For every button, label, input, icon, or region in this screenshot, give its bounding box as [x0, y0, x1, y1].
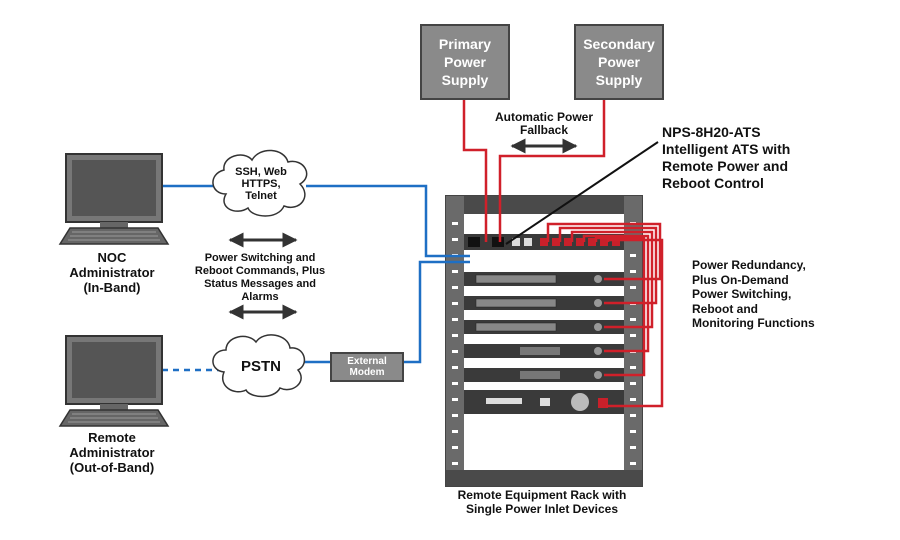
remote-admin-line-2: Administrator	[69, 445, 155, 460]
remote-admin-label: Remote Administrator (Out-of-Band)	[52, 430, 172, 475]
pstn-label: PSTN	[240, 358, 281, 375]
primary-supply-line-3: Supply	[441, 72, 489, 88]
rack-caption: Remote Equipment Rack with Single Power …	[430, 488, 654, 516]
fallback-label: Automatic Power Fallback	[478, 111, 610, 137]
commands-line-1: Power Switching and	[204, 252, 316, 264]
remote-computer	[58, 335, 170, 427]
servers	[464, 344, 624, 414]
noc-line-2: Administrator	[69, 265, 155, 280]
ssh-cloud-shape	[212, 149, 308, 217]
redundancy-line-3: Power Switching,	[692, 287, 792, 301]
ssh-cloud-label: SSH, Web HTTPS, Telnet	[226, 166, 296, 202]
pstn-cloud-shape	[212, 334, 306, 398]
network-switches	[464, 272, 624, 334]
redundancy-line-2: Plus On-Demand	[692, 272, 789, 287]
redundancy-line-5: Monitoring Functions	[692, 316, 815, 330]
noc-label: NOC Administrator (In-Band)	[52, 250, 172, 295]
remote-admin-line-1: Remote	[88, 430, 136, 445]
ssh-line-1: SSH, Web	[235, 166, 287, 178]
primary-supply-line-1: Primary	[438, 36, 492, 52]
ats-callout-line	[505, 141, 659, 245]
noc-computer	[58, 153, 170, 245]
rack-line-2: Single Power Inlet Devices	[465, 502, 619, 516]
power-cables	[462, 100, 664, 408]
commands-line-3: Status Messages and	[204, 278, 316, 290]
remote-admin-line-3: (Out-of-Band)	[69, 460, 155, 475]
secondary-supply-line-3: Supply	[595, 72, 643, 88]
ats-line-1: NPS-8H20-ATS	[662, 124, 761, 140]
noc-line-1: NOC	[97, 250, 127, 265]
noc-line-3: (In-Band)	[83, 280, 141, 295]
secondary-power-supply: Secondary Power Supply	[574, 24, 664, 100]
ssh-line-3: Telnet	[245, 190, 277, 202]
ats-unit	[464, 234, 624, 250]
ssh-line-2: HTTPS,	[241, 178, 281, 190]
secondary-supply-line-1: Secondary	[583, 36, 655, 52]
redundancy-line-1: Power Redundancy,	[692, 258, 806, 272]
primary-supply-line-2: Power	[443, 54, 486, 70]
redundancy-label: Power Redundancy, Plus On-Demand Power S…	[692, 258, 815, 331]
external-modem: External Modem	[330, 352, 404, 382]
commands-line-2: Reboot Commands, Plus	[194, 265, 326, 277]
commands-label: Power Switching and Reboot Commands, Plu…	[172, 252, 348, 304]
secondary-supply-line-2: Power	[597, 54, 640, 70]
redundancy-line-4: Reboot and	[692, 301, 758, 316]
ats-line-3: Remote Power and	[662, 158, 789, 174]
modem-line-1: External	[347, 356, 387, 367]
commands-line-4: Alarms	[241, 291, 279, 303]
fallback-line-1: Automatic Power	[494, 110, 593, 124]
modem-line-2: Modem	[349, 367, 385, 378]
fallback-line-2: Fallback	[519, 123, 569, 137]
ats-label: NPS-8H20-ATS Intelligent ATS with Remote…	[662, 124, 790, 192]
ats-line-2: Intelligent ATS with	[662, 141, 791, 157]
primary-power-supply: Primary Power Supply	[420, 24, 510, 100]
rack-line-1: Remote Equipment Rack with	[457, 488, 627, 502]
ats-line-4: Reboot Control	[662, 175, 764, 191]
